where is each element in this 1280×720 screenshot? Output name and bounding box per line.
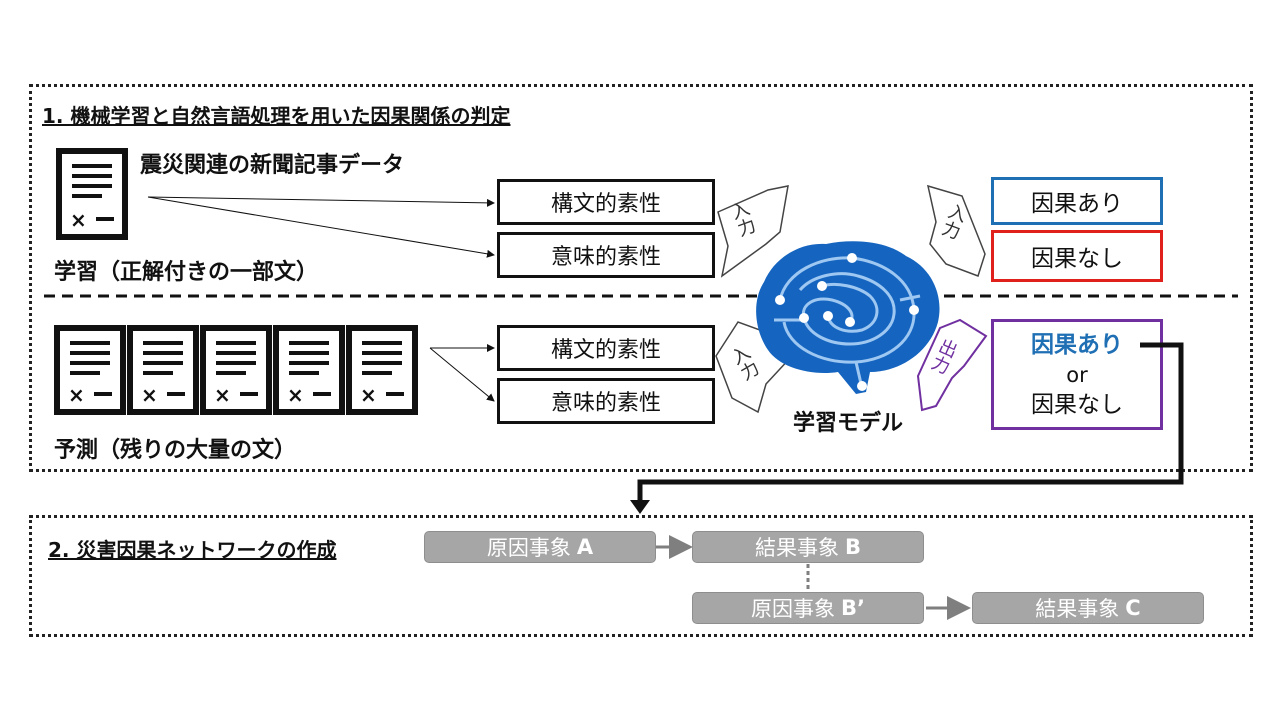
syntactic-feature-box-top: 構文的素性 (497, 179, 715, 225)
speech-arrow-icon (717, 185, 789, 278)
semantic-feature-box-bottom: 意味的素性 (497, 378, 715, 424)
train-arrow-syntactic (147, 196, 495, 207)
train-arrow-semantic (147, 196, 495, 258)
speech-arrow-icon (926, 184, 986, 277)
train-label: 学習（正解付きの一部文） (54, 260, 319, 285)
predict-arrow-semantic (429, 347, 495, 402)
predict-result-or: or (1066, 362, 1088, 387)
speech-arrow-icon (916, 318, 988, 412)
predict-label: 予測（残りの大量の文） (54, 438, 297, 463)
document-icon: × (346, 325, 418, 415)
result-yes-box: 因果あり (991, 177, 1163, 225)
result-no-box: 因果なし (991, 230, 1163, 282)
data-label: 震災関連の新聞記事データ (140, 153, 405, 178)
predict-result-no: 因果なし (1031, 391, 1123, 418)
document-icon: × (273, 325, 345, 415)
syntactic-feature-box-bottom: 構文的素性 (497, 325, 715, 371)
result-to-network-arrow (637, 342, 1184, 505)
model-label: 学習モデル (793, 411, 904, 436)
document-icon: × (200, 325, 272, 415)
brain-circuit-icon (756, 241, 940, 394)
predict-result-box: 因果あり or 因果なし (991, 319, 1163, 430)
section1-panel (29, 84, 1253, 472)
document-icon: × (56, 148, 128, 240)
section1-title: 1. 機械学習と自然言語処理を用いた因果関係の判定 (42, 104, 511, 128)
predict-result-yes: 因果あり (1031, 331, 1123, 358)
semantic-feature-box-top: 意味的素性 (497, 232, 715, 278)
document-icon: × (54, 325, 126, 415)
document-icon: × (127, 325, 199, 415)
section2-panel (29, 515, 1253, 637)
section2-title: 2. 災害因果ネットワークの作成 (48, 538, 337, 562)
